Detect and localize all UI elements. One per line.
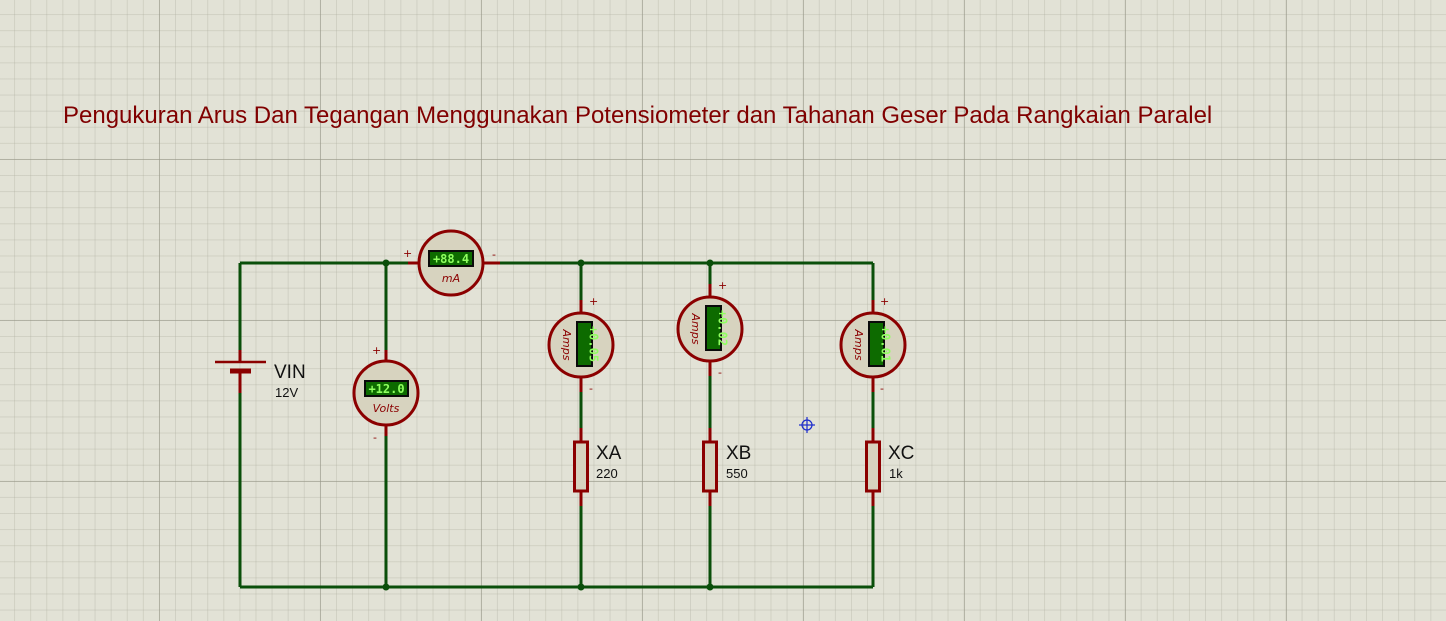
crosshair-cursor-icon bbox=[799, 417, 815, 433]
ammeter-b-unit: Amps bbox=[689, 313, 702, 345]
ammeter-c-plus: + bbox=[880, 295, 889, 308]
ammeter-main-display-inner bbox=[430, 252, 472, 265]
junctions bbox=[382, 259, 714, 591]
resistor-xc-name: XC bbox=[888, 443, 914, 464]
junction-dot bbox=[706, 583, 714, 591]
resistor-xa-value: 220 bbox=[596, 466, 618, 481]
junction-dot bbox=[577, 259, 585, 267]
ammeter-c-unit: Amps bbox=[852, 329, 865, 361]
voltmeter-reading: +12.0 bbox=[368, 382, 404, 396]
battery-name: VIN bbox=[274, 362, 306, 383]
ammeter-b[interactable]: +0.02 Amps + - bbox=[676, 279, 744, 379]
ammeter-b-display-inner bbox=[707, 307, 720, 349]
ammeter-main-plus: + bbox=[403, 247, 412, 260]
ammeter-main[interactable]: +88.4 mA + - bbox=[403, 229, 500, 297]
resistor-xa-name: XA bbox=[596, 443, 622, 464]
junction-dot bbox=[577, 583, 585, 591]
resistor-xc-body bbox=[865, 440, 881, 493]
ammeter-b-minus: - bbox=[718, 366, 722, 379]
ammeter-c-reading: +0.01 bbox=[879, 326, 893, 362]
ammeter-main-minus: - bbox=[492, 248, 496, 261]
junction-dot bbox=[382, 583, 390, 591]
ammeter-main-unit: mA bbox=[442, 272, 460, 285]
ammeter-main-reading: +88.4 bbox=[433, 252, 469, 266]
voltmeter-display-inner bbox=[366, 382, 407, 395]
ammeter-a[interactable]: +0.05 Amps + - bbox=[547, 295, 615, 395]
resistor-xb[interactable]: XB 550 bbox=[702, 428, 752, 506]
resistor-xc-value: 1k bbox=[889, 466, 903, 481]
ammeter-a-display-inner bbox=[578, 323, 591, 365]
voltmeter[interactable]: +12.0 Volts + - bbox=[352, 344, 420, 444]
schematic-title: Pengukuran Arus Dan Tegangan Menggunakan… bbox=[63, 102, 1213, 129]
wires bbox=[238, 261, 875, 589]
ammeter-b-reading: +0.02 bbox=[716, 310, 730, 346]
ammeter-a-reading: +0.05 bbox=[587, 326, 601, 362]
voltmeter-minus: - bbox=[373, 431, 377, 444]
ammeter-b-plus: + bbox=[718, 279, 727, 292]
resistor-xb-value: 550 bbox=[726, 466, 748, 481]
resistor-xc[interactable]: XC 1k bbox=[865, 428, 915, 506]
ammeter-c[interactable]: +0.01 Amps + - bbox=[839, 295, 907, 395]
resistor-xb-name: XB bbox=[726, 443, 751, 464]
junction-dot bbox=[382, 259, 390, 267]
voltmeter-plus: + bbox=[372, 344, 381, 357]
voltmeter-unit: Volts bbox=[373, 402, 400, 415]
ammeter-c-display-inner bbox=[870, 323, 883, 365]
ammeter-a-plus: + bbox=[589, 295, 598, 308]
resistor-xb-body bbox=[702, 440, 718, 493]
battery-vin[interactable]: VIN 12V bbox=[215, 350, 306, 400]
ammeter-a-unit: Amps bbox=[560, 329, 573, 361]
junction-dot bbox=[706, 259, 714, 267]
resistor-xa-body bbox=[573, 440, 589, 493]
ammeter-c-minus: - bbox=[880, 382, 884, 395]
battery-value: 12V bbox=[275, 385, 298, 400]
ammeter-a-minus: - bbox=[589, 382, 593, 395]
resistor-xa[interactable]: XA 220 bbox=[573, 428, 622, 506]
